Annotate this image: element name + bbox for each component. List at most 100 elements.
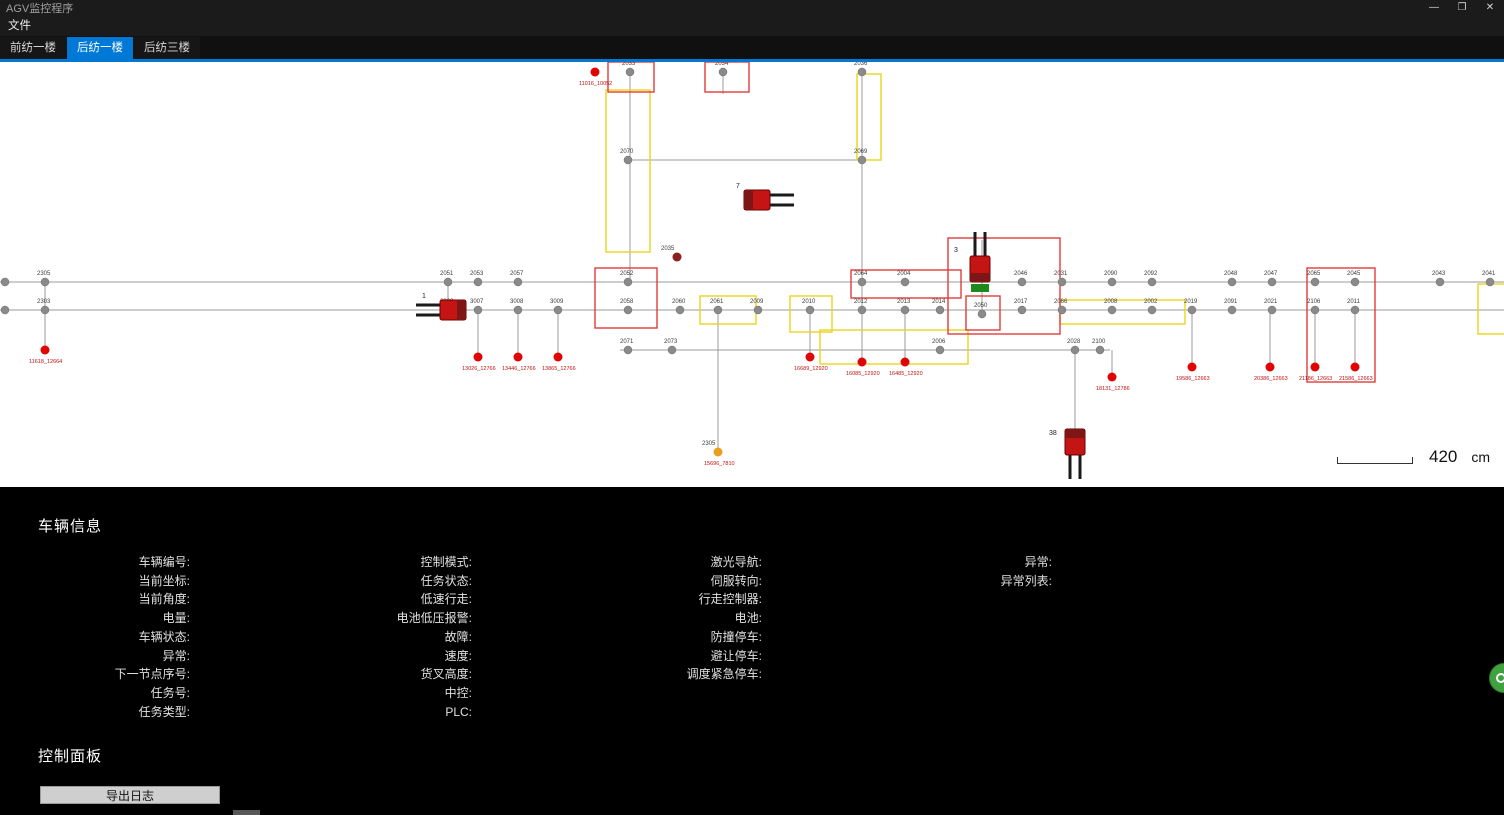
alarm-node[interactable] <box>1187 362 1197 372</box>
map-node[interactable] <box>1147 305 1157 315</box>
map-node[interactable] <box>0 277 10 287</box>
map-node[interactable] <box>1267 277 1277 287</box>
maximize-button[interactable]: ❐ <box>1457 2 1467 13</box>
node-label: 2012 <box>854 299 868 305</box>
node-label: 2048 <box>1224 271 1238 277</box>
node-label: 2058 <box>620 299 634 305</box>
tab-strip: 前纺一楼后纺一楼后纺三楼 <box>0 36 1504 62</box>
map-node[interactable] <box>625 67 635 77</box>
map-node[interactable] <box>1310 305 1320 315</box>
map-node[interactable] <box>40 305 50 315</box>
info-column-1: 车辆编号:当前坐标:当前角度:电量:车辆状态:异常:下一节点序号:任务号:任务类… <box>30 553 190 721</box>
alarm-node[interactable] <box>40 345 50 355</box>
map-node[interactable] <box>718 67 728 77</box>
map-node[interactable] <box>473 277 483 287</box>
map-node[interactable] <box>513 277 523 287</box>
alarm-node[interactable] <box>1310 362 1320 372</box>
info-label: 下一节点序号: <box>114 667 190 682</box>
node-label: 2066 <box>1054 299 1068 305</box>
map-node[interactable] <box>40 277 50 287</box>
map-node[interactable] <box>1017 305 1027 315</box>
map-node[interactable] <box>513 305 523 315</box>
node-label: 2014 <box>932 299 946 305</box>
map-node[interactable] <box>553 305 563 315</box>
map-node[interactable] <box>1070 345 1080 355</box>
map-node[interactable] <box>753 305 763 315</box>
node-label: 2052 <box>620 271 634 277</box>
map-node[interactable] <box>857 305 867 315</box>
map-node[interactable] <box>1267 305 1277 315</box>
map-node[interactable] <box>1147 277 1157 287</box>
map-node[interactable] <box>1227 277 1237 287</box>
map-node[interactable] <box>805 305 815 315</box>
map-node[interactable] <box>1485 277 1495 287</box>
alarm-node[interactable] <box>1107 372 1117 382</box>
node-label: 2034 <box>715 62 729 67</box>
special-node[interactable] <box>672 252 682 262</box>
map-node[interactable] <box>0 305 10 315</box>
map-node[interactable] <box>935 305 945 315</box>
map-node[interactable] <box>667 345 677 355</box>
map-node[interactable] <box>623 277 633 287</box>
map-node[interactable] <box>1107 277 1117 287</box>
alarm-node[interactable] <box>553 352 563 362</box>
alarm-node[interactable] <box>513 352 523 362</box>
map-node[interactable] <box>713 305 723 315</box>
map-node[interactable] <box>443 277 453 287</box>
map-node[interactable] <box>857 277 867 287</box>
map-node[interactable] <box>623 345 633 355</box>
node-label: 2046 <box>1014 271 1028 277</box>
map-node[interactable] <box>935 345 945 355</box>
alarm-node[interactable] <box>590 67 600 77</box>
node-label: 2047 <box>1264 271 1278 277</box>
map-node[interactable] <box>1227 305 1237 315</box>
map-node[interactable] <box>1310 277 1320 287</box>
tab-1[interactable]: 后纺一楼 <box>67 37 133 59</box>
agv-forklift-7[interactable] <box>743 189 794 211</box>
export-log-button[interactable]: 导出日志 <box>40 786 220 804</box>
map-node[interactable] <box>900 277 910 287</box>
map-node[interactable] <box>1057 305 1067 315</box>
agv-forklift-1[interactable] <box>416 299 467 321</box>
map-node[interactable] <box>1350 277 1360 287</box>
alarm-zone <box>850 269 962 299</box>
map-node[interactable] <box>623 155 633 165</box>
alarm-node[interactable] <box>473 352 483 362</box>
map-node[interactable] <box>1350 305 1360 315</box>
tab-2[interactable]: 后纺三楼 <box>134 37 200 59</box>
close-button[interactable]: ✕ <box>1485 2 1495 13</box>
agv-forklift-3[interactable] <box>969 232 991 283</box>
map-node[interactable] <box>473 305 483 315</box>
map-node[interactable] <box>1107 305 1117 315</box>
coord-label: 16085_12920 <box>846 371 880 377</box>
node-label: 2031 <box>1054 271 1068 277</box>
minimize-button[interactable]: — <box>1429 2 1439 13</box>
special-node[interactable] <box>713 447 723 457</box>
map-node[interactable] <box>623 305 633 315</box>
alarm-node[interactable] <box>857 357 867 367</box>
menu-file[interactable]: 文件 <box>8 20 31 32</box>
node-label: 2100 <box>1092 339 1106 345</box>
map-node[interactable] <box>1057 277 1067 287</box>
map-node[interactable] <box>977 309 987 319</box>
tab-0[interactable]: 前纺一楼 <box>0 37 66 59</box>
map-node[interactable] <box>857 155 867 165</box>
alarm-node[interactable] <box>805 352 815 362</box>
alarm-node[interactable] <box>1265 362 1275 372</box>
map-node[interactable] <box>900 305 910 315</box>
map-node[interactable] <box>1435 277 1445 287</box>
map-node[interactable] <box>1187 305 1197 315</box>
alarm-node[interactable] <box>1350 362 1360 372</box>
map-node[interactable] <box>857 67 867 77</box>
map-node[interactable] <box>1095 345 1105 355</box>
alarm-zone <box>1306 267 1376 383</box>
info-label: 车辆编号: <box>138 555 190 569</box>
node-label: 3009 <box>550 299 564 305</box>
map-node[interactable] <box>675 305 685 315</box>
alarm-node[interactable] <box>900 357 910 367</box>
info-label: 任务状态: <box>420 573 472 588</box>
agv-forklift-38[interactable] <box>1064 428 1086 479</box>
map-node[interactable] <box>1017 277 1027 287</box>
